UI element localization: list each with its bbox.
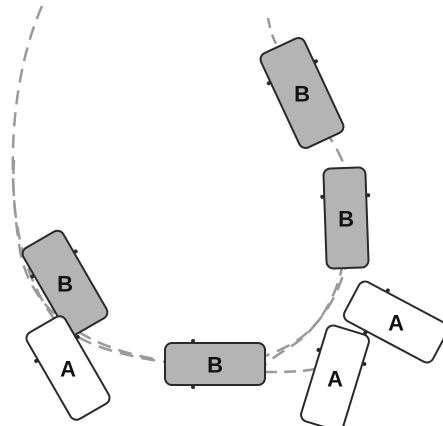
mirror-mark [363,330,368,335]
mirror-mark [191,385,195,389]
mirror-mark [34,358,39,363]
path-top-entry [266,17,278,45]
car-label: B [338,207,354,232]
path-bottom-right [264,366,319,374]
mirror-mark [316,347,321,352]
car-body [25,315,111,421]
car-label: B [57,272,73,297]
car-label: A [388,311,404,336]
car-body [259,37,345,149]
path-left-inner [12,159,166,364]
mirror-mark [313,59,318,64]
car-body [164,342,266,386]
mirror-mark [266,81,271,86]
mirror-mark [320,194,325,199]
car-body [342,280,443,364]
mirror-mark [191,339,195,343]
car-b-left: B [21,229,109,337]
car-a-right-lower: A [300,324,370,426]
car-label: B [207,353,223,378]
car-label: B [294,82,310,107]
path-left-outer [11,5,161,362]
car-b-top: B [259,37,345,149]
car-b-bottom: B [164,339,266,389]
car-label: A [60,357,76,382]
mirror-mark [362,361,367,366]
vehicles: B B B B A A A [21,37,443,426]
car-body [21,229,109,337]
car-label: A [327,367,343,392]
mirror-mark [73,249,78,254]
mirror-mark [30,274,35,279]
car-a-left: A [25,315,111,421]
car-body [322,166,370,270]
mirror-mark [75,334,80,339]
car-b-right: B [320,166,371,270]
mirror-mark [366,193,371,198]
car-a-right-upper: A [342,280,443,364]
mirror-mark [385,288,390,293]
